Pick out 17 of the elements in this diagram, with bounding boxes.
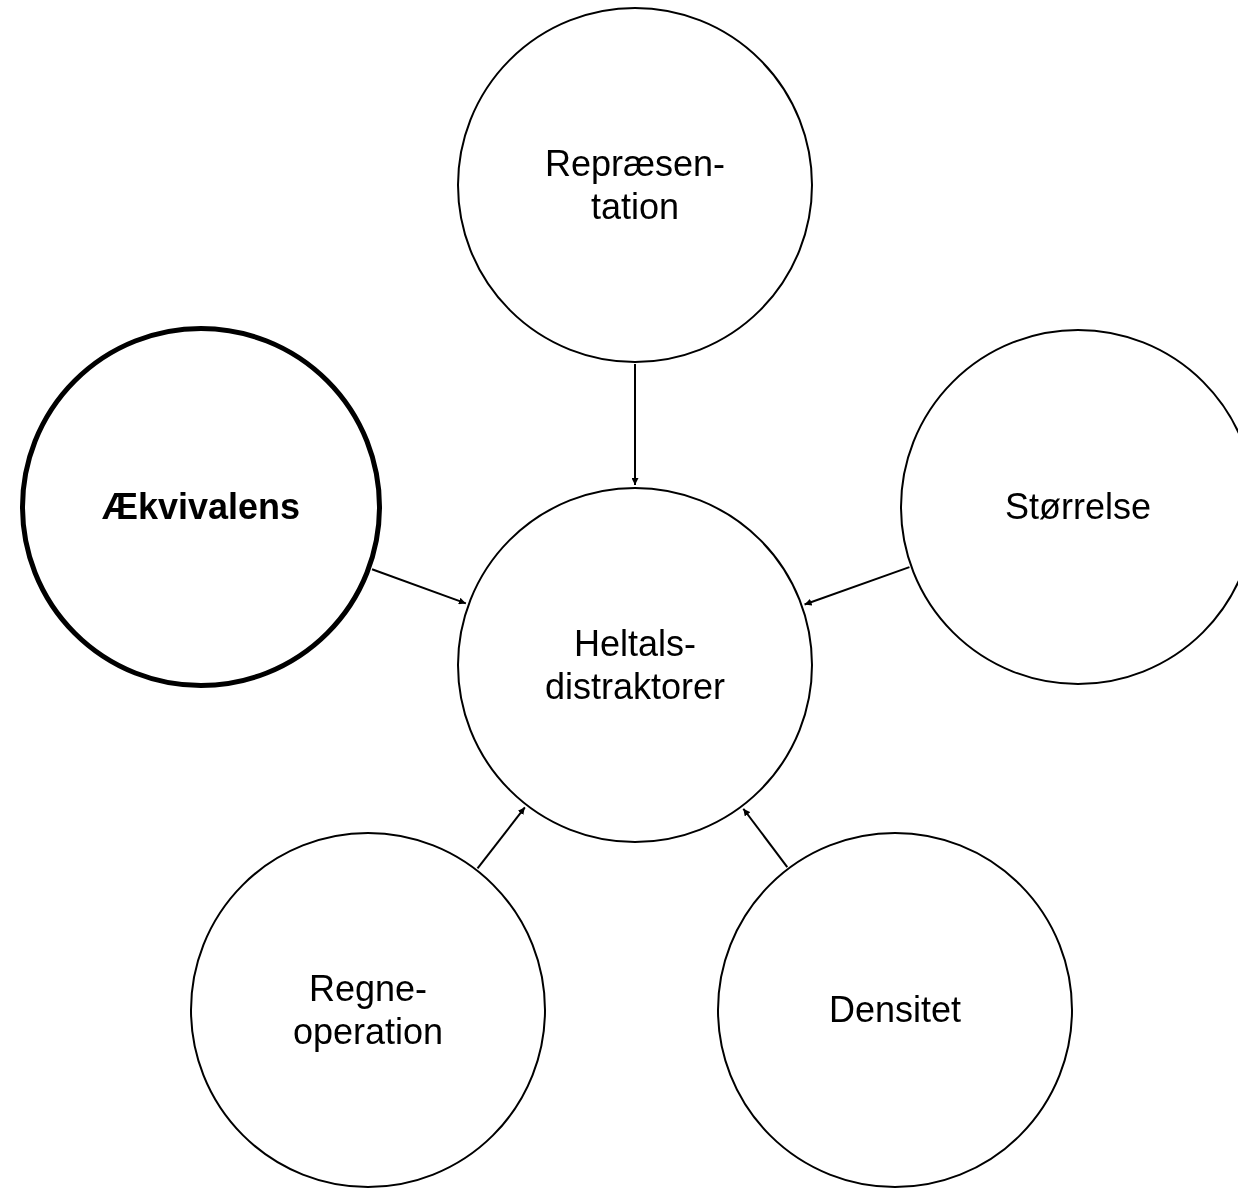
arrow xyxy=(742,807,789,869)
topic-circle xyxy=(900,329,1238,685)
topic-circle xyxy=(457,487,813,843)
topic-circle xyxy=(457,7,813,363)
node-label: Regne- operation xyxy=(291,966,445,1054)
node-label: Heltals- distraktorer xyxy=(543,621,727,709)
arrow xyxy=(631,363,639,486)
topic-circle xyxy=(717,832,1073,1188)
topic-circle xyxy=(20,326,382,688)
arrow xyxy=(371,568,467,605)
node-label: Repræsen- tation xyxy=(543,141,727,229)
node-label: Ækvivalens xyxy=(101,485,301,529)
node-label: Størrelse xyxy=(1005,485,1151,529)
topic-circle xyxy=(190,832,546,1188)
node-label: Densitet xyxy=(828,988,962,1032)
arrow xyxy=(476,806,526,870)
arrow xyxy=(803,566,911,606)
